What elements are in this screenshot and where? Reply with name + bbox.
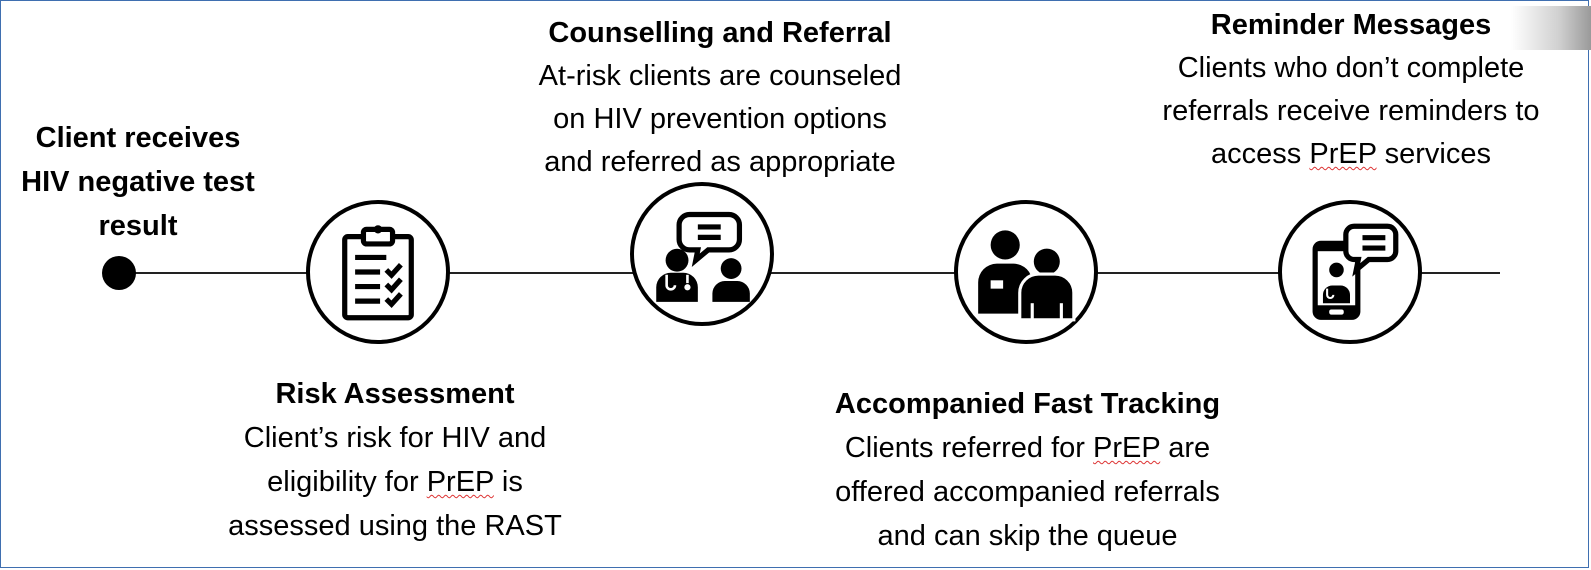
phone-message-icon (1312, 223, 1399, 320)
checklist-clipboard-icon (342, 225, 414, 321)
risk-assessment-line1: Client’s risk for HIV and (243, 422, 547, 454)
step-node-counselling (630, 182, 774, 326)
start-label-line3: result (98, 210, 178, 242)
corner-shadow (1511, 6, 1591, 50)
reminders-line3: access PrEP services (1211, 138, 1491, 170)
reminders-title: Reminder Messages (1210, 9, 1492, 41)
fast-tracking-line3: and can skip the queue (877, 520, 1178, 552)
risk-assessment-line2: eligibility for PrEP is (267, 466, 523, 498)
risk-assessment-label: Risk Assessment Client’s risk for HIV an… (200, 372, 590, 548)
timeline-line (120, 272, 1500, 274)
risk-assessment-line3: assessed using the RAST (228, 510, 562, 542)
start-label: Client receives HIV negative test result (8, 116, 268, 248)
people-accompanied-icon (978, 230, 1076, 322)
step-node-risk-assessment (306, 200, 450, 344)
reminders-line1: Clients who don’t complete (1177, 52, 1525, 84)
step-node-reminders (1278, 200, 1422, 344)
start-label-line2: HIV negative test (21, 166, 255, 198)
fast-tracking-label: Accompanied Fast Tracking Clients referr… (800, 382, 1255, 558)
counselling-conversation-icon (656, 211, 750, 302)
counselling-line3: and referred as appropriate (544, 146, 896, 178)
risk-assessment-title: Risk Assessment (275, 378, 515, 410)
fast-tracking-line1: Clients referred for PrEP are (844, 432, 1211, 464)
counselling-line1: At-risk clients are counseled (538, 60, 902, 92)
reminders-label: Reminder Messages Clients who don’t comp… (1128, 4, 1574, 176)
reminders-line2: referrals receive reminders to (1162, 95, 1540, 127)
counselling-title: Counselling and Referral (548, 17, 892, 49)
counselling-line2: on HIV prevention options (553, 103, 887, 135)
counselling-label: Counselling and Referral At-risk clients… (500, 12, 940, 184)
timeline-start-dot (102, 256, 136, 290)
start-label-line1: Client receives (35, 122, 241, 154)
step-node-fast-tracking (954, 200, 1098, 344)
fast-tracking-line2: offered accompanied referrals (835, 476, 1220, 508)
fast-tracking-title: Accompanied Fast Tracking (834, 388, 1221, 420)
